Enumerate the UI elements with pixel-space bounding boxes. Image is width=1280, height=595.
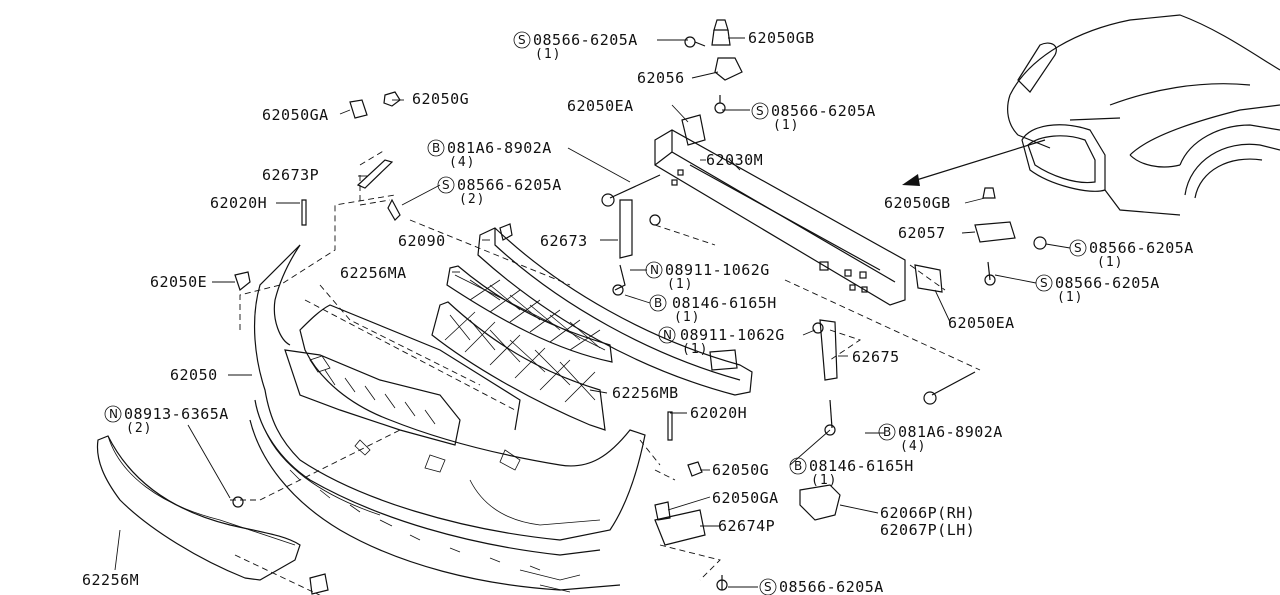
screw-symbol: S [764, 580, 772, 594]
screw-symbol: S [518, 33, 526, 47]
callout-screw-left: S 08566-6205A (2) [437, 176, 562, 207]
part-number: 08566-6205A [457, 176, 562, 194]
callout-screw-bot: S 08566-6205A [759, 578, 884, 595]
part-number: 081A6-8902A [447, 139, 552, 157]
callout-nut-a: N 08911-1062G (1) [645, 261, 770, 292]
under-panel [249, 419, 621, 593]
part-number: 62050EA [567, 97, 634, 115]
part-number: 62050GA [712, 489, 779, 507]
bolt-symbol: B [432, 141, 440, 155]
part-number: 62056 [637, 69, 685, 87]
leader-lines [114, 37, 1071, 588]
part-number: 62256MA [340, 264, 407, 282]
grille-lower-62256mb [431, 301, 606, 431]
callout-bolt-a: B 08146-6165H (1) [649, 294, 777, 325]
part-number: 62674P [718, 517, 775, 535]
quantity: (4) [900, 439, 926, 454]
quantity: (4) [449, 155, 475, 170]
part-number: 62020H [690, 404, 747, 422]
part-number: 08566-6205A [533, 31, 638, 49]
quantity: (1) [535, 47, 561, 62]
screw-symbol: S [756, 104, 764, 118]
part-number: 08913-6365A [124, 405, 229, 423]
hardware [232, 19, 1047, 595]
vehicle-outline [1007, 14, 1280, 216]
part-number: 62673P [262, 166, 319, 184]
part-number: 62057 [898, 224, 946, 242]
part-number: 62067P(LH) [880, 521, 975, 539]
reinforcement-beam-62030m [654, 129, 906, 306]
part-number: 08146-6165H [672, 294, 777, 312]
callout-nut-b: N 08911-1062G (1) [658, 326, 785, 357]
quantity: (1) [667, 277, 693, 292]
bolt-symbol: B [883, 425, 891, 439]
part-labels: S 08566-6205A (1) 62050GB 62056 62050EA … [82, 29, 1194, 595]
part-number: 62673 [540, 232, 588, 250]
part-number: 62050G [412, 90, 469, 108]
part-number: 081A6-8902A [898, 423, 1003, 441]
lower-lip-62256m [96, 435, 301, 581]
quantity: (1) [773, 118, 799, 133]
nut-symbol: N [650, 263, 659, 277]
part-number: 08146-6165H [809, 457, 914, 475]
part-number: 62050EA [948, 314, 1015, 332]
screw-symbol: S [1040, 276, 1048, 290]
quantity: (2) [126, 421, 152, 436]
part-number: 62256MB [612, 384, 679, 402]
part-number: 62050E [150, 273, 207, 291]
direction-arrow [902, 139, 1046, 186]
bolt-symbol: B [794, 459, 802, 473]
guide-lines [230, 149, 981, 595]
part-number: 62066P(RH) [880, 504, 975, 522]
quantity: (1) [674, 310, 700, 325]
part-number: 62050GB [748, 29, 815, 47]
part-number: 08911-1062G [680, 326, 785, 344]
part-number: 62090 [398, 232, 446, 250]
part-number: 62050GA [262, 106, 329, 124]
part-number: 08566-6205A [1055, 274, 1160, 292]
callout-screw-mid: S 08566-6205A (1) [751, 102, 876, 133]
quantity: (1) [1057, 290, 1083, 305]
quantity: (1) [811, 473, 837, 488]
part-number: 62030M [706, 151, 763, 169]
energy-absorber-62090 [477, 223, 753, 396]
part-number: 62050G [712, 461, 769, 479]
nut-symbol: N [109, 407, 118, 421]
screw-symbol: S [442, 178, 450, 192]
part-number: 62050GB [884, 194, 951, 212]
callout-screw-r2: S 08566-6205A (1) [1035, 274, 1160, 305]
part-number: 08566-6205A [771, 102, 876, 120]
callout-bolt-b: B 08146-6165H (1) [789, 457, 914, 488]
nut-symbol: N [663, 328, 672, 342]
callout-bolt-bot: B 081A6-8902A (4) [878, 423, 1003, 454]
callout-screw-top: S 08566-6205A (1) [513, 31, 638, 62]
quantity: (2) [459, 192, 485, 207]
part-number: 62256M [82, 571, 139, 589]
callout-nut-c: N 08913-6365A (2) [104, 405, 229, 436]
part-number: 08566-6205A [779, 578, 884, 595]
part-number: 62675 [852, 348, 900, 366]
bumper-fascia-62050 [253, 244, 646, 556]
part-number: 62050 [170, 366, 218, 384]
callout-screw-r1: S 08566-6205A (1) [1069, 239, 1194, 270]
part-number: 08911-1062G [665, 261, 770, 279]
part-number: 08566-6205A [1089, 239, 1194, 257]
grille-upper-62256ma [446, 265, 613, 363]
screw-symbol: S [1074, 241, 1082, 255]
bolt-symbol: B [654, 296, 662, 310]
quantity: (1) [1097, 255, 1123, 270]
callout-bolt-top: B 081A6-8902A (4) [427, 139, 552, 170]
quantity: (1) [682, 342, 708, 357]
part-number: 62020H [210, 194, 267, 212]
